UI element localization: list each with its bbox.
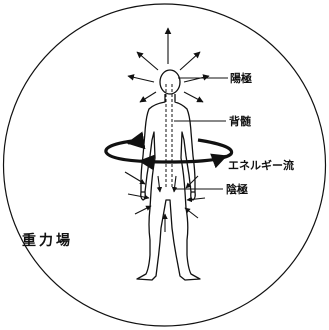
label-cathode: 陰極 <box>226 182 248 196</box>
arrow-upright <box>180 52 200 70</box>
arrow-left <box>128 76 154 82</box>
label-energy-flow: エネルギー流 <box>228 158 294 172</box>
label-anode: 陽極 <box>230 71 252 85</box>
energy-flow-loop <box>106 140 232 162</box>
label-spinal-cord: 背髄 <box>229 114 252 128</box>
arrow-downright <box>184 92 203 102</box>
arrow-right <box>184 76 209 82</box>
arrow-upleft <box>137 52 158 70</box>
arrow-downleft <box>140 92 156 102</box>
label-gravity-field: 重力場 <box>22 232 73 249</box>
human-figure <box>137 70 200 280</box>
anode-arrows <box>128 28 209 102</box>
